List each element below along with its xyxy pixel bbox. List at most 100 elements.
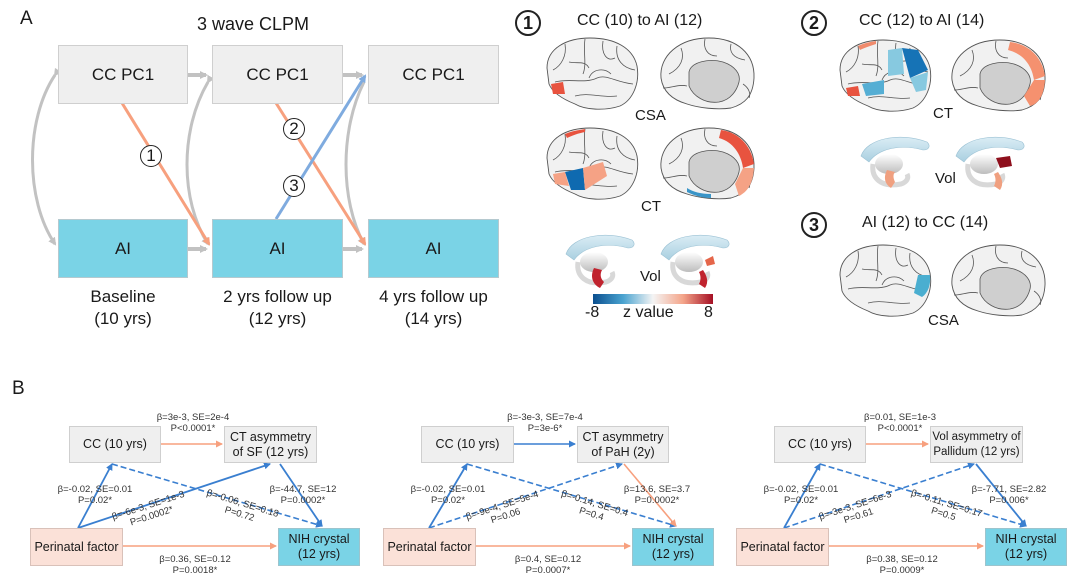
panel-1-vol-label: Vol	[640, 268, 661, 285]
panel-b-letter: B	[12, 378, 25, 399]
brain-panel-2-ct-medial	[951, 39, 1046, 112]
model-1-outcome-line1: NIH crystal	[288, 532, 350, 546]
clpm-title: 3 wave CLPM	[197, 14, 310, 34]
stat-p-value: P=0.02*	[783, 495, 819, 506]
wave-label-1-age: (10 yrs)	[94, 309, 152, 328]
wave-label-2: 2 yrs follow up (12 yrs)	[207, 286, 348, 330]
brain-panel-1-title: CC (10) to AI (12)	[577, 12, 703, 29]
brain-panel-1-vol-left	[566, 235, 634, 288]
stat-beta-se: β=-44.7, SE=12	[269, 484, 337, 495]
panel-1-ct-label: CT	[641, 198, 661, 215]
brain-panel-2-vol-left	[861, 137, 929, 188]
model-2-mediator-line1: CT asymmetry	[582, 429, 664, 444]
model-3-outcome-line2: (12 yrs)	[1004, 547, 1048, 561]
model-1-perinatal-box: Perinatal factor	[30, 528, 123, 566]
ai-box-wave3: AI	[368, 219, 499, 278]
brain-panel-3-number: 3	[801, 212, 827, 238]
panel-3-csa-label: CSA	[928, 312, 959, 329]
model-2-outcome-line1: NIH crystal	[642, 532, 704, 546]
cov-arrow-wave3	[344, 81, 366, 246]
model-1-outcome-line2: (12 yrs)	[297, 547, 341, 561]
model-2-outcome-box: NIH crystal (12 yrs)	[632, 528, 714, 566]
wave-label-1: Baseline (10 yrs)	[58, 286, 188, 330]
stat-beta-se: β=-0.02, SE=0.01	[57, 484, 133, 495]
wave-label-2-name: 2 yrs follow up	[223, 287, 332, 306]
colorbar-max: 8	[704, 304, 713, 321]
model-3-cc-box: CC (10 yrs)	[774, 426, 866, 463]
model-2-cc-box: CC (10 yrs)	[421, 426, 514, 463]
brain-panel-2-number: 2	[801, 10, 827, 36]
stat-beta-se: β=13.6, SE=3.7	[623, 484, 691, 495]
stat-p-value: P=0.02*	[430, 495, 466, 506]
model-3-perinatal-box: Perinatal factor	[736, 528, 829, 566]
model-3-mediator-line1: Vol asymmetry of	[932, 430, 1021, 443]
cc-pc1-box-wave1: CC PC1	[58, 45, 188, 104]
brain-panel-2-title: CC (12) to AI (14)	[859, 12, 985, 29]
wave-label-3-age: (14 yrs)	[404, 309, 463, 328]
ai-box-wave1: AI	[58, 219, 188, 278]
csa-region-orbitofrontal	[551, 82, 565, 94]
brain-panel-1-csa-lateral	[546, 37, 639, 110]
model-2-paths	[428, 440, 677, 550]
brain-panel-1-ct-medial	[660, 127, 755, 200]
path-marker-2: 2	[283, 118, 305, 140]
cc-pc1-box-wave2: CC PC1	[212, 45, 343, 104]
stat-beta-se: β=-0.02, SE=0.01	[410, 484, 486, 495]
model-3-outcome-line1: NIH crystal	[995, 532, 1057, 546]
panel-1-csa-label: CSA	[635, 107, 666, 124]
model-1-mediator-line1: CT asymmetry	[229, 429, 312, 444]
stat-beta-se: β=-0.02, SE=0.01	[763, 484, 839, 495]
wave-label-3: 4 yrs follow up (14 yrs)	[362, 286, 505, 330]
model-3-mediator-box: Vol asymmetry of Pallidum (12 yrs)	[930, 426, 1023, 463]
brain-panel-3-csa-lateral	[839, 244, 932, 317]
panel-a-letter: A	[20, 8, 33, 29]
cc-pc1-box-wave3: CC PC1	[368, 45, 499, 104]
path-1-arrow	[120, 102, 211, 246]
stat-p-value: P=0.006*	[989, 495, 1029, 506]
stat-beta-se: β=-3e-3, SE=7e-4	[507, 412, 583, 423]
stat-p-value: P=0.02*	[77, 495, 113, 506]
colorbar	[593, 294, 713, 304]
stat-beta-se: β=0.01, SE=1e-3	[863, 412, 936, 423]
brain-panel-2-vol-right	[956, 137, 1024, 190]
wave-label-2-age: (12 yrs)	[248, 309, 307, 328]
stat-p-value: P<0.0001*	[877, 423, 923, 434]
stat-p-value: P<0.0001*	[170, 423, 216, 434]
model-2-mediator-line2: of PaH (2y)	[591, 444, 655, 459]
wave-label-1-name: Baseline	[90, 287, 156, 306]
model-3-paths	[783, 440, 1027, 550]
model-1-paths	[77, 440, 323, 550]
stat-p-value: P=3e-6*	[527, 423, 563, 434]
colorbar-min: -8	[585, 304, 600, 321]
model-3-outcome-box: NIH crystal (12 yrs)	[985, 528, 1067, 566]
stat-p-value: P=0.0002*	[634, 495, 680, 506]
stat-p-value: P=0.0018*	[172, 565, 218, 576]
stat-beta-se: β=-7.71, SE=2.82	[971, 484, 1047, 495]
model-1-outcome-box: NIH crystal (12 yrs)	[278, 528, 360, 566]
stat-beta-se: β=0.36, SE=0.12	[159, 554, 231, 565]
brain-panel-2-ct-lateral	[839, 39, 932, 112]
ai-box-wave2: AI	[212, 219, 343, 278]
panel-2-ct-label: CT	[933, 105, 953, 122]
stat-p-value: P=0.0002*	[280, 495, 326, 506]
panel-2-vol-label: Vol	[935, 170, 956, 187]
model-1-mediator-line2: of SF (12 yrs)	[232, 444, 309, 459]
stat-beta-se: β=0.38, SE=0.12	[866, 554, 938, 565]
brain-panel-1-vol-right	[661, 235, 729, 288]
brain-panel-1-number: 1	[515, 10, 541, 36]
stat-p-value: P=0.0009*	[879, 565, 925, 576]
model-1-cc-box: CC (10 yrs)	[69, 426, 161, 463]
brain-panel-3-title: AI (12) to CC (14)	[862, 214, 989, 231]
